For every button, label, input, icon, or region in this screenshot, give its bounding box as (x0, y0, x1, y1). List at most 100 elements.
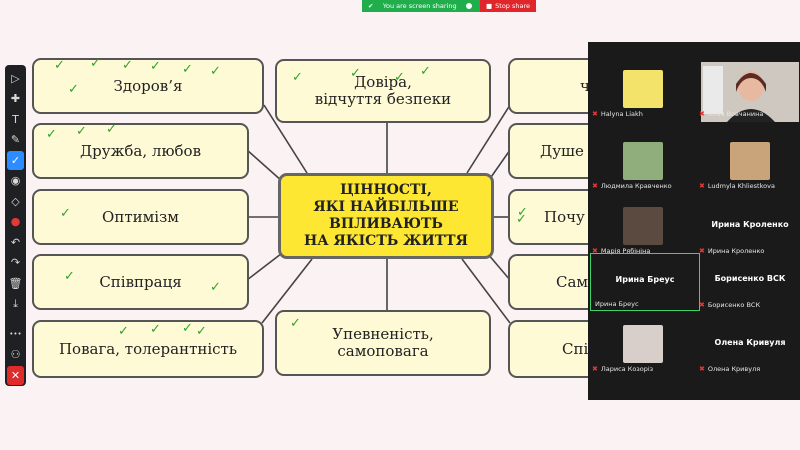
participant-name-label: ✖Олена Кривуля (699, 365, 760, 373)
participant-tile[interactable]: Ирина Кроленко ✖Ирина Кроленко (695, 199, 800, 257)
screen-share-bar: ✔ You are screen sharing ■ Stop share (362, 0, 537, 12)
check-mark: ✓ (350, 66, 361, 81)
check-mark: ✓ (182, 62, 193, 77)
check-tool-button[interactable]: ✓ (7, 150, 24, 170)
connector-line (263, 104, 308, 174)
participant-tile[interactable]: ✖Лілія Вовчанина (695, 62, 800, 122)
connector-line (466, 104, 511, 174)
participant-tile[interactable]: ✖Марія Рябініна (588, 199, 698, 257)
participant-name-label: ✖Марія Рябініна (592, 247, 650, 255)
redo-icon: ↷ (10, 256, 21, 270)
participant-tile[interactable]: ✖Ludmyla Khliestkova (695, 134, 800, 192)
muted-mic-icon: ✖ (592, 365, 598, 373)
participant-name-label: ✖Ирина Кроленко (699, 247, 764, 255)
spotlight-tool-button[interactable]: ◉ (7, 171, 24, 190)
center-title-box: ЦІННОСТІ, ЯКІ НАЙБІЛЬШЕ ВПЛИВАЮТЬ НА ЯКІ… (278, 173, 494, 259)
participant-name-label: Ирина Бреус (595, 300, 639, 308)
select-icon: ▷ (11, 71, 20, 85)
stop-share-button[interactable]: ■ Stop share (480, 0, 537, 12)
move-icon: ✚ (10, 92, 21, 106)
color-tool-button[interactable]: ● (7, 212, 24, 231)
value-box-confidence: Упевненість, самоповага (275, 310, 491, 376)
participant-display-name: Ирина Бреус (615, 275, 675, 284)
participant-name: Ludmyla Khliestkova (707, 182, 775, 190)
share-controls-tool-button[interactable]: ⚇ (7, 345, 24, 364)
close-tool-button[interactable]: ✕ (7, 365, 24, 385)
participant-tile[interactable]: ✖Halyna Liakh (588, 62, 698, 120)
text-icon: T (12, 112, 19, 126)
check-icon: ✓ (10, 153, 21, 167)
value-box-friendship: Дружба, любов (32, 123, 249, 179)
check-mark: ✓ (106, 122, 117, 137)
stop-share-label: Stop share (495, 2, 531, 10)
undo-icon: ↶ (10, 235, 21, 249)
avatar (623, 142, 663, 180)
connector-lines (246, 104, 511, 324)
redo-tool-button[interactable]: ↷ (7, 253, 24, 272)
participant-name-label: ✖Halyna Liakh (592, 110, 643, 118)
participants-panel: ✖Halyna Liakh✖Лілія Вовчанина✖Людмила Кр… (588, 42, 800, 400)
check-mark: ✓ (196, 324, 207, 339)
muted-mic-icon: ✖ (592, 182, 598, 190)
select-tool-button[interactable]: ▷ (7, 69, 24, 88)
save-icon: ⤓ (13, 297, 18, 311)
value-box-cooperation: Співпраця (32, 254, 249, 310)
participant-name: Борисенко ВСК (707, 301, 761, 309)
check-mark: ✓ (90, 56, 101, 71)
value-box-optimism: Оптимізм (32, 189, 249, 245)
eraser-tool-button[interactable]: ◇ (7, 192, 24, 211)
check-mark: ✓ (64, 269, 75, 284)
share-controls-icon: ⚇ (10, 348, 21, 362)
pen-tool-button[interactable]: ✎ (7, 130, 24, 149)
shared-slide: Здоров’я Дружба, любов Оптимізм Співпрац… (32, 55, 628, 385)
participant-name-label: ✖Лілія Вовчанина (699, 110, 763, 118)
avatar (623, 325, 663, 363)
participant-display-name: Ирина Кроленко (711, 220, 789, 229)
check-mark: ✓ (516, 212, 527, 227)
check-mark: ✓ (210, 280, 221, 295)
eraser-icon: ◇ (11, 194, 20, 208)
participant-name: Лариса Козоріз (600, 365, 654, 373)
participant-tile[interactable]: Олена Кривуля ✖Олена Кривуля (695, 317, 800, 375)
stop-icon: ■ (486, 2, 493, 10)
muted-mic-icon: ✖ (699, 247, 705, 255)
clear-tool-button[interactable]: 🗑 (7, 274, 24, 293)
check-mark: ✓ (182, 321, 193, 336)
participant-tile[interactable]: ✖Людмила Кравченко (588, 134, 698, 192)
save-tool-button[interactable]: ⤓ (7, 294, 24, 313)
participant-name: Людмила Кравченко (600, 182, 672, 190)
participant-name-label: ✖Ludmyla Khliestkova (699, 182, 775, 190)
muted-mic-icon: ✖ (592, 247, 598, 255)
more-icon: ••• (9, 329, 22, 338)
participant-name: Ирина Бреус (595, 300, 639, 308)
move-tool-button[interactable]: ✚ (7, 89, 24, 108)
connector-line (261, 258, 313, 324)
muted-mic-icon: ✖ (699, 110, 705, 118)
check-mark: ✓ (290, 316, 301, 331)
check-mark: ✓ (150, 59, 161, 74)
more-tool-button[interactable]: ••• (7, 325, 24, 344)
participant-name-label: ✖Лариса Козоріз (592, 365, 653, 373)
participant-display-name: Олена Кривуля (714, 338, 786, 347)
participant-name: Halyna Liakh (600, 110, 643, 118)
participant-name: Лілія Вовчанина (707, 110, 764, 118)
muted-mic-icon: ✖ (699, 182, 705, 190)
check-mark: ✓ (68, 82, 79, 97)
participant-tile[interactable]: Борисенко ВСК✖Борисенко ВСК (695, 253, 800, 311)
muted-mic-icon: ✖ (592, 110, 598, 118)
pen-icon: ✎ (10, 133, 21, 147)
check-mark: ✓ (420, 64, 431, 79)
annotation-toolbar: ▷ ✚ T ✎ ✓ ◉ ◇ ● ↶ ↷ 🗑 ⤓ ••• ⚇ ✕ (5, 65, 26, 386)
shield-icon (466, 3, 472, 9)
participant-tile[interactable]: ✖Лариса Козоріз (588, 317, 698, 375)
participant-name: Марія Рябініна (600, 247, 651, 255)
clear-icon: 🗑 (8, 276, 23, 290)
check-mark: ✓ (76, 124, 87, 139)
undo-tool-button[interactable]: ↶ (7, 233, 24, 252)
connector-line (461, 258, 511, 324)
text-tool-button[interactable]: T (7, 110, 24, 129)
check-mark: ✓ (517, 205, 528, 220)
value-box-health: Здоров’я (32, 58, 264, 114)
spotlight-icon: ◉ (10, 174, 21, 188)
